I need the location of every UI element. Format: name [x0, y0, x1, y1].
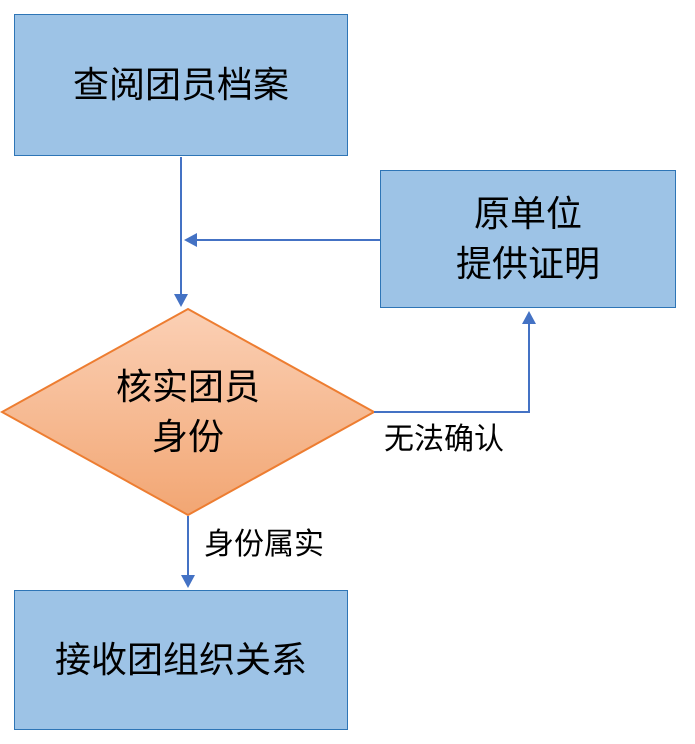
edge-label-identity-confirmed: 身份属实: [204, 528, 324, 561]
arrowhead-proof-to-verify-icon: [184, 233, 197, 247]
node-unit-proof-line2: 提供证明: [455, 243, 600, 284]
node-verify-identity-line2: 身份: [151, 416, 224, 457]
node-review-archives: 查阅团员档案: [14, 14, 348, 156]
decision-diamond-verify-identity: [0, 307, 377, 517]
node-verify-identity: 核实团员 身份: [2, 308, 374, 516]
node-review-archives-label: 查阅团员档案: [72, 63, 289, 105]
edge-label-cannot-confirm: 无法确认: [384, 423, 504, 456]
node-unit-proof-line1: 原单位: [473, 192, 582, 234]
arrowhead-verify-to-proof-icon: [522, 311, 536, 324]
node-unit-proof: 原单位 提供证明: [380, 170, 676, 308]
node-receive-relation-label: 接收团组织关系: [54, 638, 307, 680]
arrowhead-review-to-verify-icon: [174, 294, 188, 307]
node-receive-relation: 接收团组织关系: [14, 590, 348, 730]
arrowhead-verify-to-receive-icon: [181, 575, 195, 588]
node-verify-identity-line1: 核实团员: [115, 365, 260, 407]
edge-verify-to-proof: [374, 323, 530, 413]
